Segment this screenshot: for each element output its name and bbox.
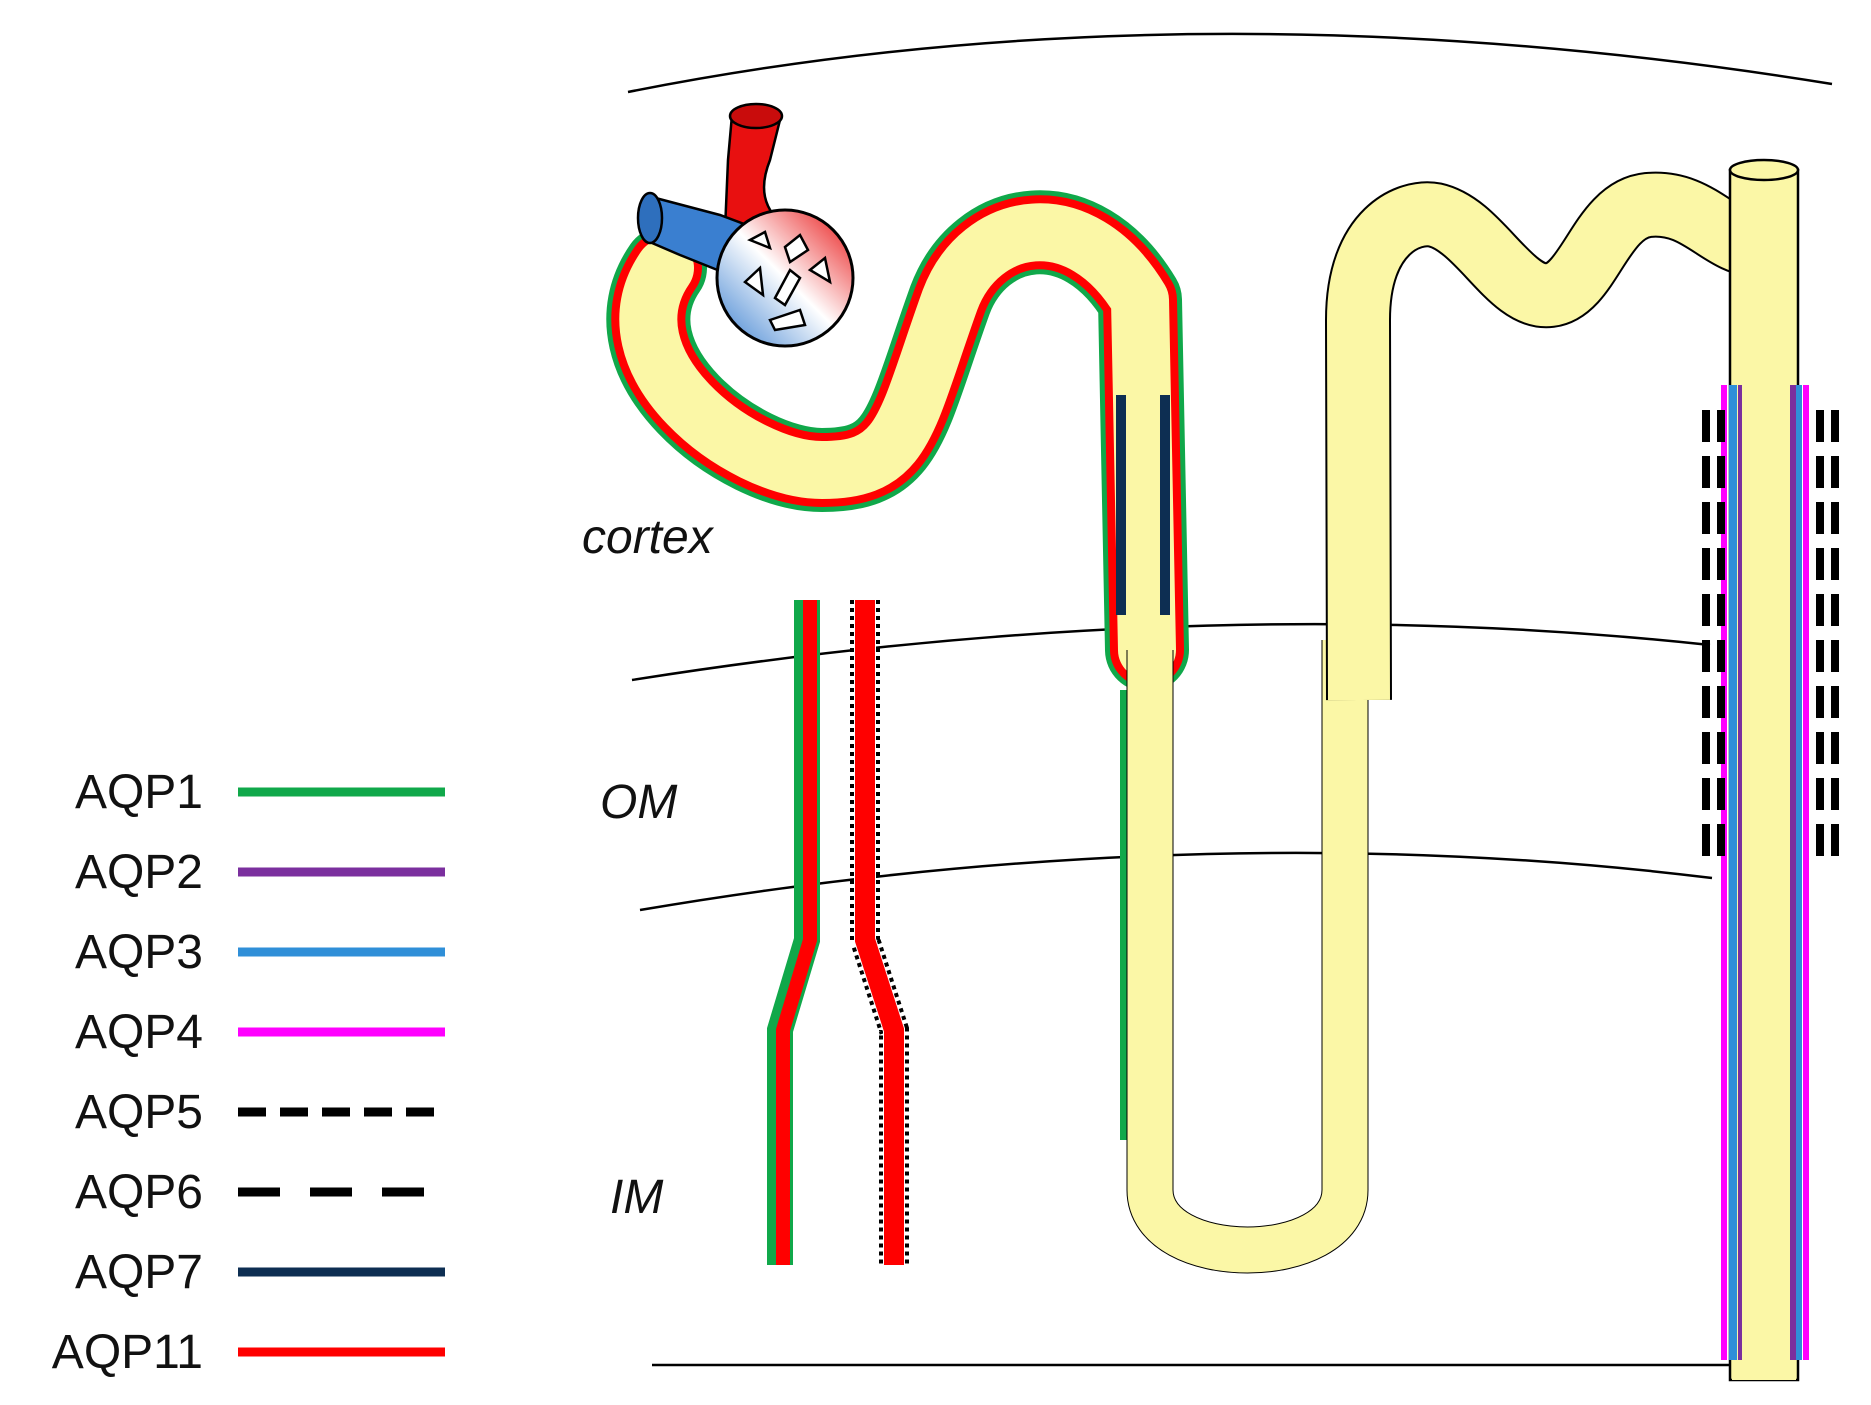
legend-label: AQP5 [75,1086,203,1139]
legend-item-aqp7: AQP7 [75,1246,445,1299]
collecting-duct-top [1728,158,1800,182]
legend-item-aqp5: AQP5 [75,1086,445,1139]
aqp6-dashes [1702,410,1839,865]
nephron [606,158,1800,1382]
legend-item-aqp11: AQP11 [52,1326,445,1379]
capillary-loops [743,230,832,332]
kidney-surface-line [627,32,1833,94]
legend-item-aqp2: AQP2 [75,846,445,899]
legend-label: AQP3 [75,926,203,979]
ascending-vasa-recta [850,600,909,1265]
zone-label-im: IM [610,1171,663,1224]
legend: AQP1 AQP2 AQP3 AQP4 AQP5 AQP6 AQP7 AQP1 [52,766,445,1379]
legend-label: AQP4 [75,1006,203,1059]
descending-vasa-recta [767,600,820,1265]
loop-of-henle [1126,640,1369,1274]
legend-item-aqp4: AQP4 [75,1006,445,1059]
legend-label: AQP11 [52,1326,203,1379]
legend-label: AQP1 [75,766,203,819]
zone-label-cortex: cortex [582,511,715,564]
glomerulus [636,102,855,348]
zone-label-om: OM [600,776,677,829]
legend-item-aqp3: AQP3 [75,926,445,979]
legend-item-aqp6: AQP6 [75,1166,445,1219]
legend-label: AQP6 [75,1166,203,1219]
legend-label: AQP2 [75,846,203,899]
legend-item-aqp1: AQP1 [75,766,445,819]
legend-label: AQP7 [75,1246,203,1299]
